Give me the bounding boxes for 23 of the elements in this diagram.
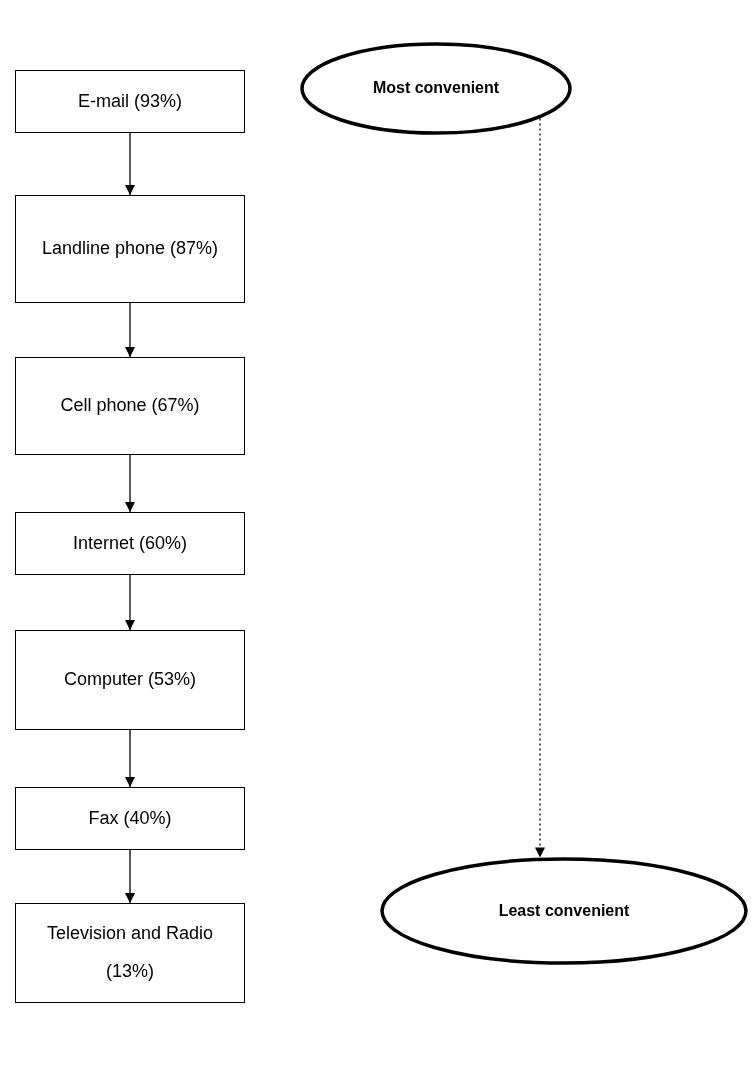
process-box [15, 787, 245, 850]
node-label: Cell phone (67%) [59, 394, 201, 418]
process-box [15, 70, 245, 133]
node-label: Television and Radio (13%) [45, 922, 215, 983]
node-label: Landline phone (87%) [40, 237, 220, 261]
node-label: Computer (53%) [62, 668, 197, 692]
node-label: Least convenient [497, 900, 631, 921]
arrow [125, 729, 135, 788]
arrow [125, 132, 135, 196]
arrow [125, 574, 135, 631]
process-box [15, 512, 245, 575]
node-label: Internet (60%) [71, 531, 189, 555]
arrow [535, 117, 545, 859]
process-box [15, 357, 245, 455]
arrow [125, 454, 135, 513]
process-box [15, 195, 245, 303]
node-label: E-mail (93%) [77, 89, 183, 113]
node-label: Fax (40%) [87, 806, 173, 830]
process-box [15, 903, 245, 1003]
process-box [15, 630, 245, 730]
arrow [125, 849, 135, 904]
node-label: Most convenient [371, 78, 501, 99]
arrow [125, 302, 135, 358]
